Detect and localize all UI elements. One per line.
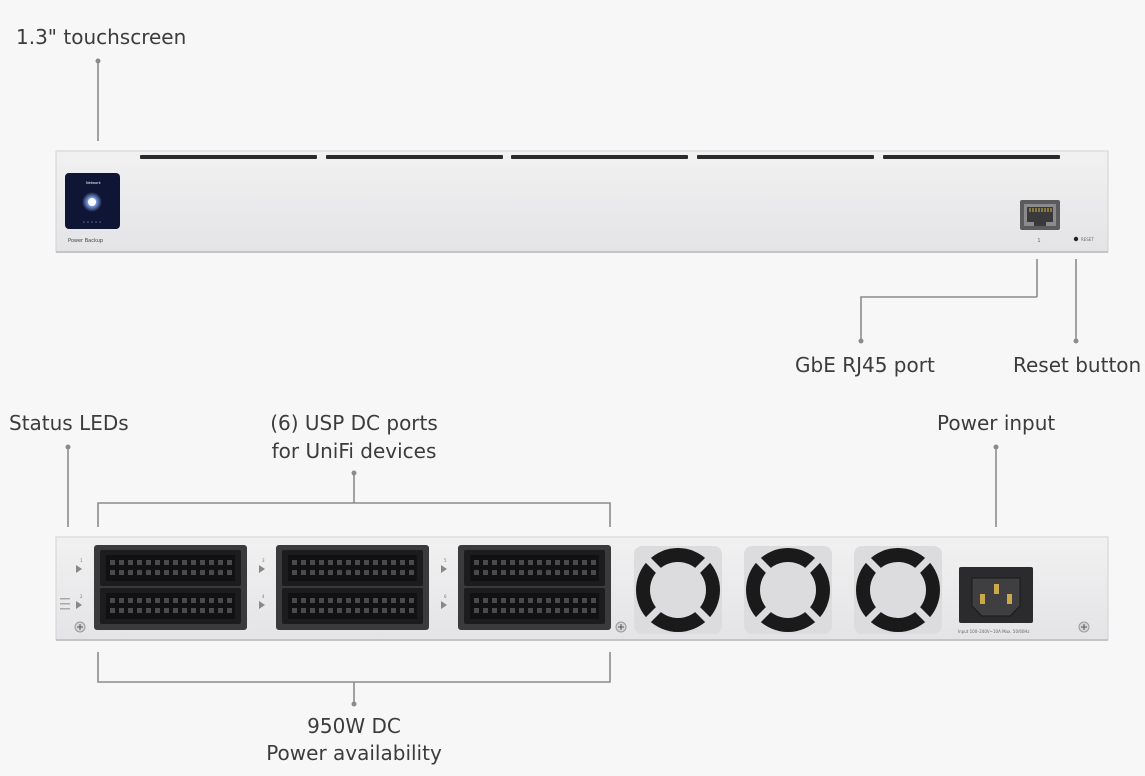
usp-port: [464, 588, 605, 624]
rj45-port-number: 1: [1037, 238, 1040, 244]
power-rating-text: Input 100–240V~10A Max. 50/60Hz: [958, 629, 1030, 634]
rear-panel: 1 2 3 4 5 6: [55, 536, 1109, 641]
usp-port-block: [276, 545, 429, 630]
svg-text:1: 1: [80, 558, 83, 563]
reset-button-label: Reset button: [1013, 353, 1142, 377]
screw-icon: [1078, 621, 1090, 633]
usp-ports-label-line1: (6) USP DC ports: [270, 411, 438, 435]
front-panel: Network Power Backup 1 RESET: [55, 150, 1109, 253]
rj45-icon: [1020, 200, 1060, 230]
rear-leader-lines: [65, 444, 999, 707]
port-number: 6: [444, 594, 447, 599]
usp-port: [464, 550, 605, 586]
usp-ports-label-line2: for UniFi devices: [271, 439, 437, 463]
rj45-port-label: GbE RJ45 port: [795, 353, 935, 377]
fan-icon: [854, 546, 942, 634]
usp-port-block: [458, 545, 611, 630]
usp-port: [282, 550, 423, 586]
port-number: 3: [262, 558, 265, 563]
screw-icon: [615, 621, 627, 633]
fans: [634, 546, 942, 634]
power-socket-icon: [959, 567, 1033, 623]
dc-power-label-line2: Power availability: [266, 741, 442, 765]
front-vent-slots: [140, 155, 1060, 159]
screen-caption: Power Backup: [68, 238, 103, 244]
status-leds-label: Status LEDs: [9, 411, 129, 435]
reset-text: RESET: [1081, 237, 1094, 242]
usp-port-block: [94, 545, 247, 630]
touchscreen-label: 1.3" touchscreen: [16, 25, 187, 49]
led-arrow-icon: [259, 565, 447, 609]
led-arrow-icon: 1 2: [60, 558, 83, 610]
power-input-label: Power input: [937, 411, 1056, 435]
port-number: 5: [444, 558, 447, 563]
fan-icon: [744, 546, 832, 634]
svg-text:2: 2: [80, 594, 83, 599]
usp-port: [282, 588, 423, 624]
reset-dot-icon: [1073, 236, 1079, 242]
screw-icon: [74, 621, 86, 633]
usp-port: [100, 588, 241, 624]
screen-title: Network: [86, 181, 102, 185]
usp-port: [100, 550, 241, 586]
front-leader-lines: [95, 58, 1079, 344]
usp-dc-port-blocks: [94, 545, 611, 630]
fan-icon: [634, 546, 722, 634]
port-number: 4: [262, 594, 265, 599]
dc-power-label-line1: 950W DC: [307, 714, 401, 738]
screen-icon: [65, 173, 120, 229]
